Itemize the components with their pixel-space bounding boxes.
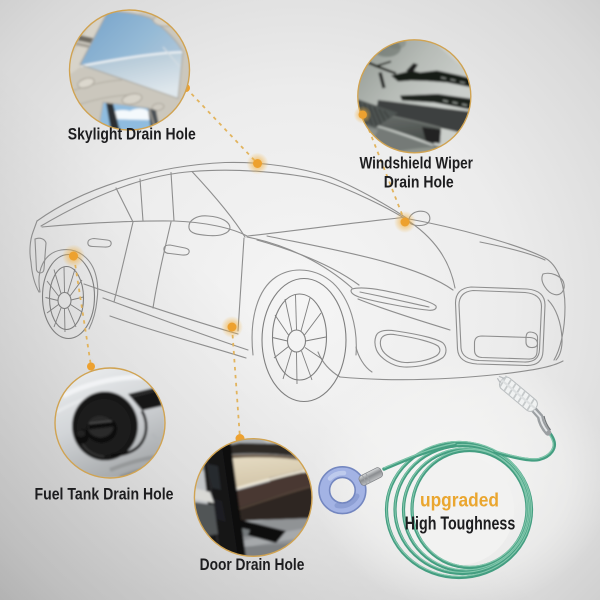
svg-text:High Toughness: High Toughness bbox=[405, 512, 516, 533]
svg-text:Fuel Tank Drain Hole: Fuel Tank Drain Hole bbox=[35, 484, 174, 503]
svg-text:Skylight Drain Hole: Skylight Drain Hole bbox=[68, 124, 196, 143]
svg-text:upgraded: upgraded bbox=[420, 491, 499, 512]
svg-text:Drain Hole: Drain Hole bbox=[384, 173, 454, 192]
svg-text:Windshield Wiper: Windshield Wiper bbox=[359, 154, 473, 173]
svg-text:Door Drain Hole: Door Drain Hole bbox=[200, 555, 305, 574]
